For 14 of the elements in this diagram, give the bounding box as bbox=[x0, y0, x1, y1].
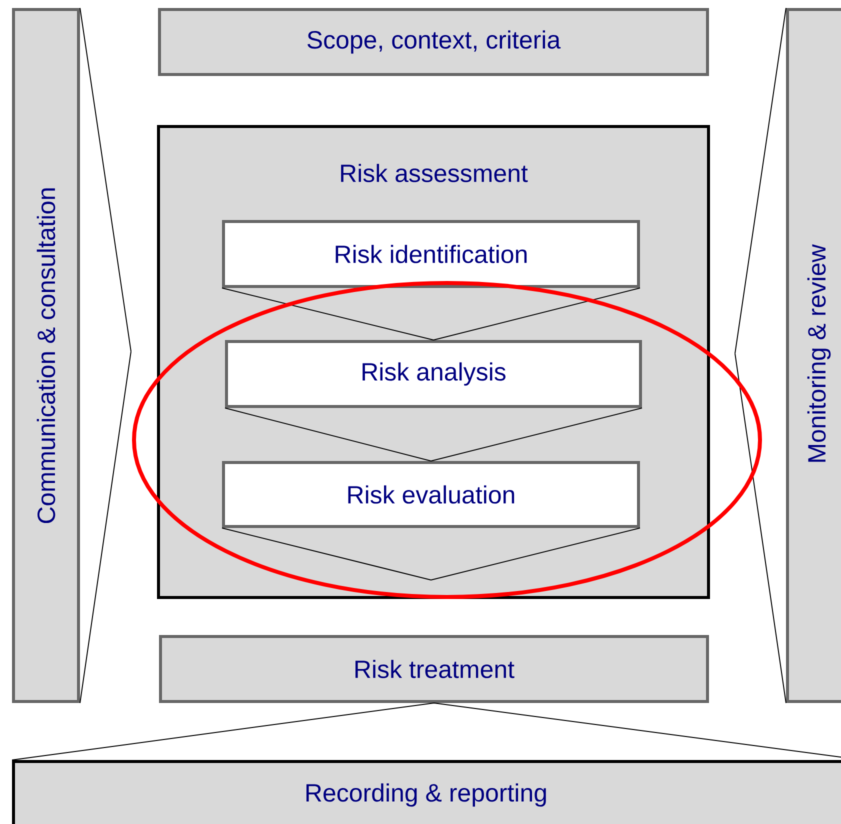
chevron-arrow bbox=[222, 528, 640, 580]
process-box: Risk evaluation bbox=[222, 461, 640, 528]
chevron-arrow bbox=[222, 288, 640, 340]
chevron-arrow bbox=[224, 408, 642, 462]
process-box: Risk treatment bbox=[159, 635, 709, 703]
side-bar: Monitoring & review bbox=[786, 8, 841, 703]
side-bar: Communication & consultation bbox=[12, 8, 80, 703]
process-box: Risk identification bbox=[222, 220, 640, 288]
process-box: Recording & reporting bbox=[12, 760, 841, 824]
wedge-arrow bbox=[12, 702, 841, 760]
process-box: Risk analysis bbox=[225, 340, 642, 408]
wedge-arrow bbox=[80, 8, 132, 704]
process-box: Scope, context, criteria bbox=[158, 8, 709, 76]
wedge-arrow bbox=[734, 8, 786, 704]
